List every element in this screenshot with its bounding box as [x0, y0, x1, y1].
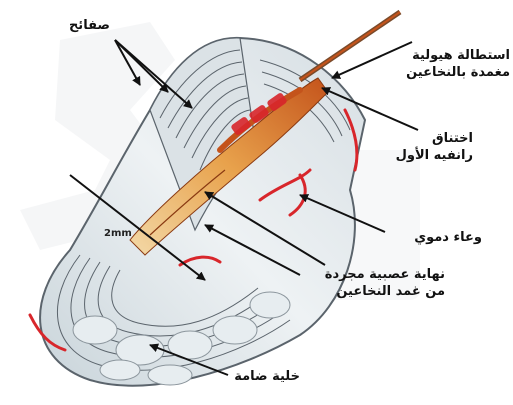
label-nerve-ending-line1: نهاية عصبية مجردة [325, 266, 445, 283]
label-connective-cell: خلية ضامة [234, 368, 300, 385]
label-cytoplasmic-extension-line2: مغمدة بالنخاعين [406, 64, 510, 81]
label-cytoplasmic-extension-line1: استطالة هيولية [406, 47, 510, 64]
label-nerve-ending: نهاية عصبية مجردة من غمد النخاعين [325, 266, 445, 300]
label-blood-vessel-text: وعاء دموي [414, 229, 482, 246]
label-lamellae-text: صفائح [69, 17, 110, 34]
label-connective-cell-text: خلية ضامة [234, 368, 300, 385]
label-ranvier-node: اختناق رانفيه الأول [396, 130, 473, 164]
label-ranvier-node-line2: رانفيه الأول [396, 147, 473, 164]
scale-label: 2mm [104, 228, 132, 239]
label-cytoplasmic-extension: استطالة هيولية مغمدة بالنخاعين [406, 47, 510, 81]
label-blood-vessel: وعاء دموي [414, 229, 482, 246]
label-lamellae: صفائح [69, 17, 110, 34]
label-nerve-ending-line2: من غمد النخاعين [325, 283, 445, 300]
label-ranvier-node-line1: اختناق [396, 130, 473, 147]
